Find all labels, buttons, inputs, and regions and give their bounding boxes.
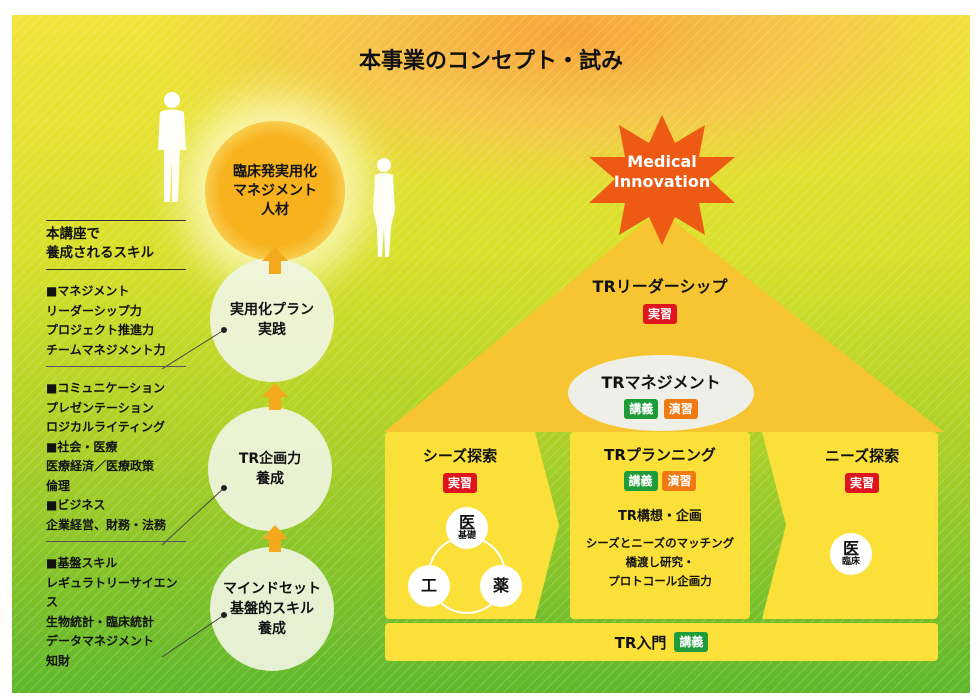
skills-list: 本講座で養成されるスキル ■マネジメントリーダーシップ力プロジェクト推進力チーム… (46, 220, 186, 689)
skill-item: ■基盤スキル (46, 556, 118, 570)
practice-badge: 実習 (844, 473, 879, 493)
starburst-text: Medical (627, 152, 697, 171)
planning-subtitle: TR構想・企画 (618, 509, 702, 524)
skill-group: ■基盤スキルレギュラトリーサイエンス生物統計・臨床統計データマネジメント知財 (46, 554, 186, 677)
skill-item: ロジカルライティング (46, 420, 166, 434)
exercise-badge: 演習 (663, 399, 698, 419)
stage-text: 養成 (256, 471, 284, 487)
circle-sublabel: 臨床 (841, 557, 860, 567)
goal-text: 人材 (261, 201, 289, 218)
needs-block: ニーズ探索実習 (787, 445, 937, 493)
skill-item: リーダーシップ力 (46, 303, 142, 318)
stage-text: TR企画力 (238, 451, 302, 467)
planning-item: プロトコール企画力 (608, 574, 712, 588)
skill-item: ■マネジメント (46, 284, 130, 298)
leadership-title: TRリーダーシップ (592, 277, 728, 296)
stage-text: 基盤的スキル (230, 601, 314, 617)
circle-label: 医 (458, 513, 475, 532)
skills-heading-line: 養成されるスキル (46, 245, 154, 261)
planning-item: シーズとニーズのマッチング (585, 536, 735, 550)
lecture-badge: 講義 (623, 471, 658, 491)
planning-title: TRプランニング (604, 446, 716, 464)
seeds-title: シーズ探索 (422, 447, 498, 465)
circle-sublabel: 基礎 (457, 531, 476, 541)
stage-circle-planning: TR企画力養成 (208, 407, 332, 531)
circle-label: 医 (842, 539, 859, 558)
skill-item: ■ビジネス (46, 498, 106, 512)
skill-item: 企業経営、財務・法務 (46, 517, 167, 532)
lecture-badge: 講義 (624, 399, 659, 419)
skill-item: プロジェクト推進力 (46, 323, 155, 337)
skill-item: レギュラトリーサイエンス (46, 575, 178, 610)
goal-text: マネジメント (233, 182, 317, 199)
needs-box-shape (762, 432, 938, 619)
skills-heading-line: 本講座で (46, 226, 100, 242)
basic-medicine-circle: 医基礎 (446, 507, 488, 549)
leadership-block: TRリーダーシップ実習 (560, 273, 760, 324)
circle-label: 工 (420, 576, 437, 595)
up-arrow-icon (262, 247, 288, 274)
businesswoman-silhouette-icon (373, 158, 395, 257)
skill-group: ■マネジメントリーダーシップ力プロジェクト推進力チームマネジメント力 (46, 282, 186, 367)
stage-text: 実践 (258, 322, 286, 338)
stage-text: 実用化プラン (230, 302, 314, 318)
intro-bar: TR入門講義 (385, 623, 938, 661)
circle-label: 薬 (492, 576, 509, 595)
skill-item: 知財 (46, 653, 71, 668)
skill-item: 医療経済／医療政策 (46, 459, 155, 473)
needs-title: ニーズ探索 (824, 447, 900, 465)
stage-circle-practice: 実用化プラン実践 (210, 258, 334, 382)
seeds-block: シーズ探索実習 (385, 445, 535, 493)
goal-text: 臨床発実用化 (233, 163, 317, 180)
pharmacy-circle: 薬 (480, 565, 522, 607)
planning-item: 橋渡し研究・ (625, 555, 695, 569)
page-title: 本事業のコンセプト・試み (358, 49, 623, 74)
exercise-badge: 演習 (662, 471, 697, 491)
skill-item: チームマネジメント力 (46, 342, 166, 357)
skill-item: プレゼンテーション (46, 400, 154, 415)
up-arrow-icon (262, 383, 288, 410)
planning-box: TRプランニング 講義 演習 TR構想・企画 シーズとニーズのマッチング橋渡し研… (570, 432, 750, 619)
stage-text: マインドセット (223, 581, 321, 597)
skill-item: ■社会・医療 (46, 439, 118, 454)
skills-heading: 本講座で養成されるスキル (46, 220, 186, 270)
starburst-icon (589, 115, 735, 245)
businessman-silhouette-icon (158, 92, 186, 202)
clinical-medicine-circle: 医臨床 (830, 533, 872, 575)
concept-diagram: 本事業のコンセプト・試み 臨床発実用化マネジメント人材 実用化プラン実践 TR企… (12, 15, 970, 693)
skill-item: 倫理 (46, 478, 71, 493)
starburst-text: Innovation (613, 172, 711, 191)
management-ellipse: TRマネジメント講義 演習 (568, 355, 754, 431)
skill-item: データマネジメント (46, 634, 155, 648)
practice-badge: 実習 (442, 473, 477, 493)
skill-item: ■コミュニケーション (46, 381, 166, 395)
practice-badge: 実習 (642, 304, 677, 324)
stage-text: 養成 (258, 621, 286, 637)
intro-title: TR入門 (614, 633, 667, 652)
connector-lines (162, 327, 227, 658)
up-arrow-icon (262, 525, 288, 552)
lecture-badge: 講義 (674, 632, 709, 652)
stage-circle-mindset: マインドセット基盤的スキル養成 (210, 547, 334, 671)
skill-item: 生物統計・臨床統計 (46, 614, 155, 629)
skill-group: ■コミュニケーションプレゼンテーションロジカルライティング ■社会・医療医療経済／… (46, 379, 186, 542)
goal-circle: 臨床発実用化マネジメント人材 (205, 121, 345, 261)
engineering-circle: 工 (408, 565, 450, 607)
management-title: TRマネジメント (601, 373, 721, 392)
